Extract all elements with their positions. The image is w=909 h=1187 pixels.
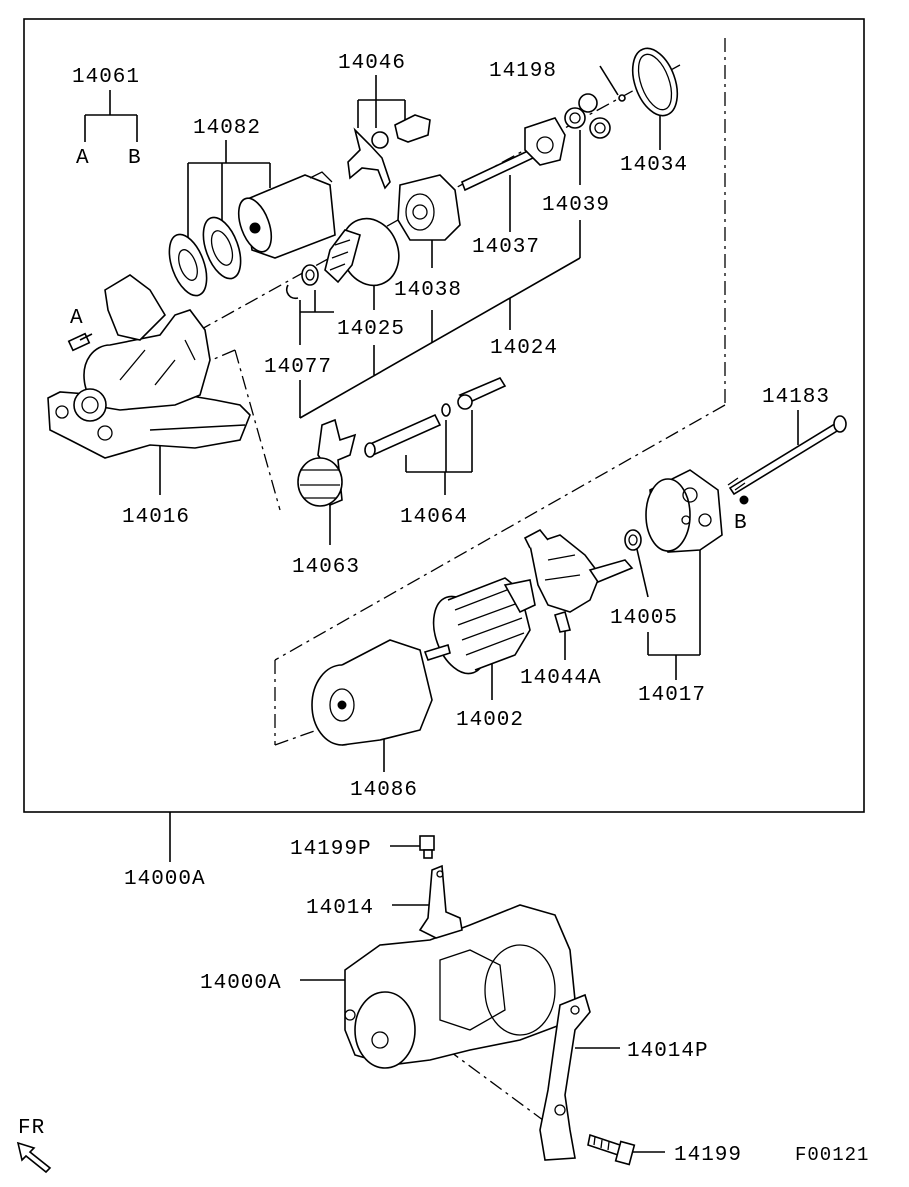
front-direction-arrow-icon [16,1141,52,1174]
leader-lines [84,65,799,1153]
bolt-14199P [419,835,435,859]
label-14000A-box: 14000A [124,868,206,891]
label-14016: 14016 [122,506,190,529]
part-labels: 14061 A B 14082 14046 14198 14034 14039 … [18,52,869,1167]
label-14024: 14024 [490,337,558,360]
label-14038: 14038 [394,279,462,302]
solenoid-14082 [168,171,336,297]
shaft-14037 [460,117,566,192]
yoke-14086 [311,639,433,746]
assembly-frame [23,18,865,813]
bracket-14014 [418,864,463,939]
end-cover-14017 [645,469,723,553]
label-14002: 14002 [456,709,524,732]
through-bolt-14183 [727,415,847,496]
label-14061: 14061 [72,66,140,89]
label-ref-a: A [70,307,84,330]
label-14046: 14046 [338,52,406,75]
label-14064: 14064 [400,506,468,529]
label-sub-a: A [76,147,90,170]
bolt-14199 [587,1133,636,1166]
label-14044A: 14044A [520,667,602,690]
bushing-14005 [624,529,642,551]
label-14000A: 14000A [200,972,282,995]
label-14199P: 14199P [290,838,372,861]
planet-gears-14039 [564,93,611,139]
figure-code: F00121 [795,1144,869,1166]
label-14005: 14005 [610,607,678,630]
label-14077: 14077 [264,356,332,379]
label-14014P: 14014P [627,1040,709,1063]
label-14183: 14183 [762,386,830,409]
bolt-b [739,495,749,505]
bracket-14014P [539,993,591,1161]
bolt-a [67,332,93,352]
label-14037: 14037 [472,236,540,259]
label-14082: 14082 [193,117,261,140]
snap-ring-14034 [631,47,679,117]
label-14199: 14199 [674,1144,742,1167]
label-14086: 14086 [350,779,418,802]
label-14198: 14198 [489,60,557,83]
brush-holder-14044A [523,528,634,633]
front-housing-14016 [47,274,251,459]
label-14063: 14063 [292,556,360,579]
label-14017: 14017 [638,684,706,707]
internal-gear-14038 [397,174,461,241]
pinion-14025 [324,217,400,287]
pin-14064 [364,376,507,458]
label-sub-b: B [128,147,142,170]
armature-14002 [423,577,536,675]
lever-gear-14063 [297,418,357,507]
label-14034: 14034 [620,154,688,177]
ball-14198 [618,94,626,102]
label-14039: 14039 [542,194,610,217]
label-14025: 14025 [337,318,405,341]
lever-14046 [347,114,431,190]
starter-assembly-14000A [344,904,576,1069]
label-fr: FR [18,1117,45,1140]
label-ref-b: B [734,512,748,535]
label-14014: 14014 [306,897,374,920]
rings-14077 [285,264,319,300]
